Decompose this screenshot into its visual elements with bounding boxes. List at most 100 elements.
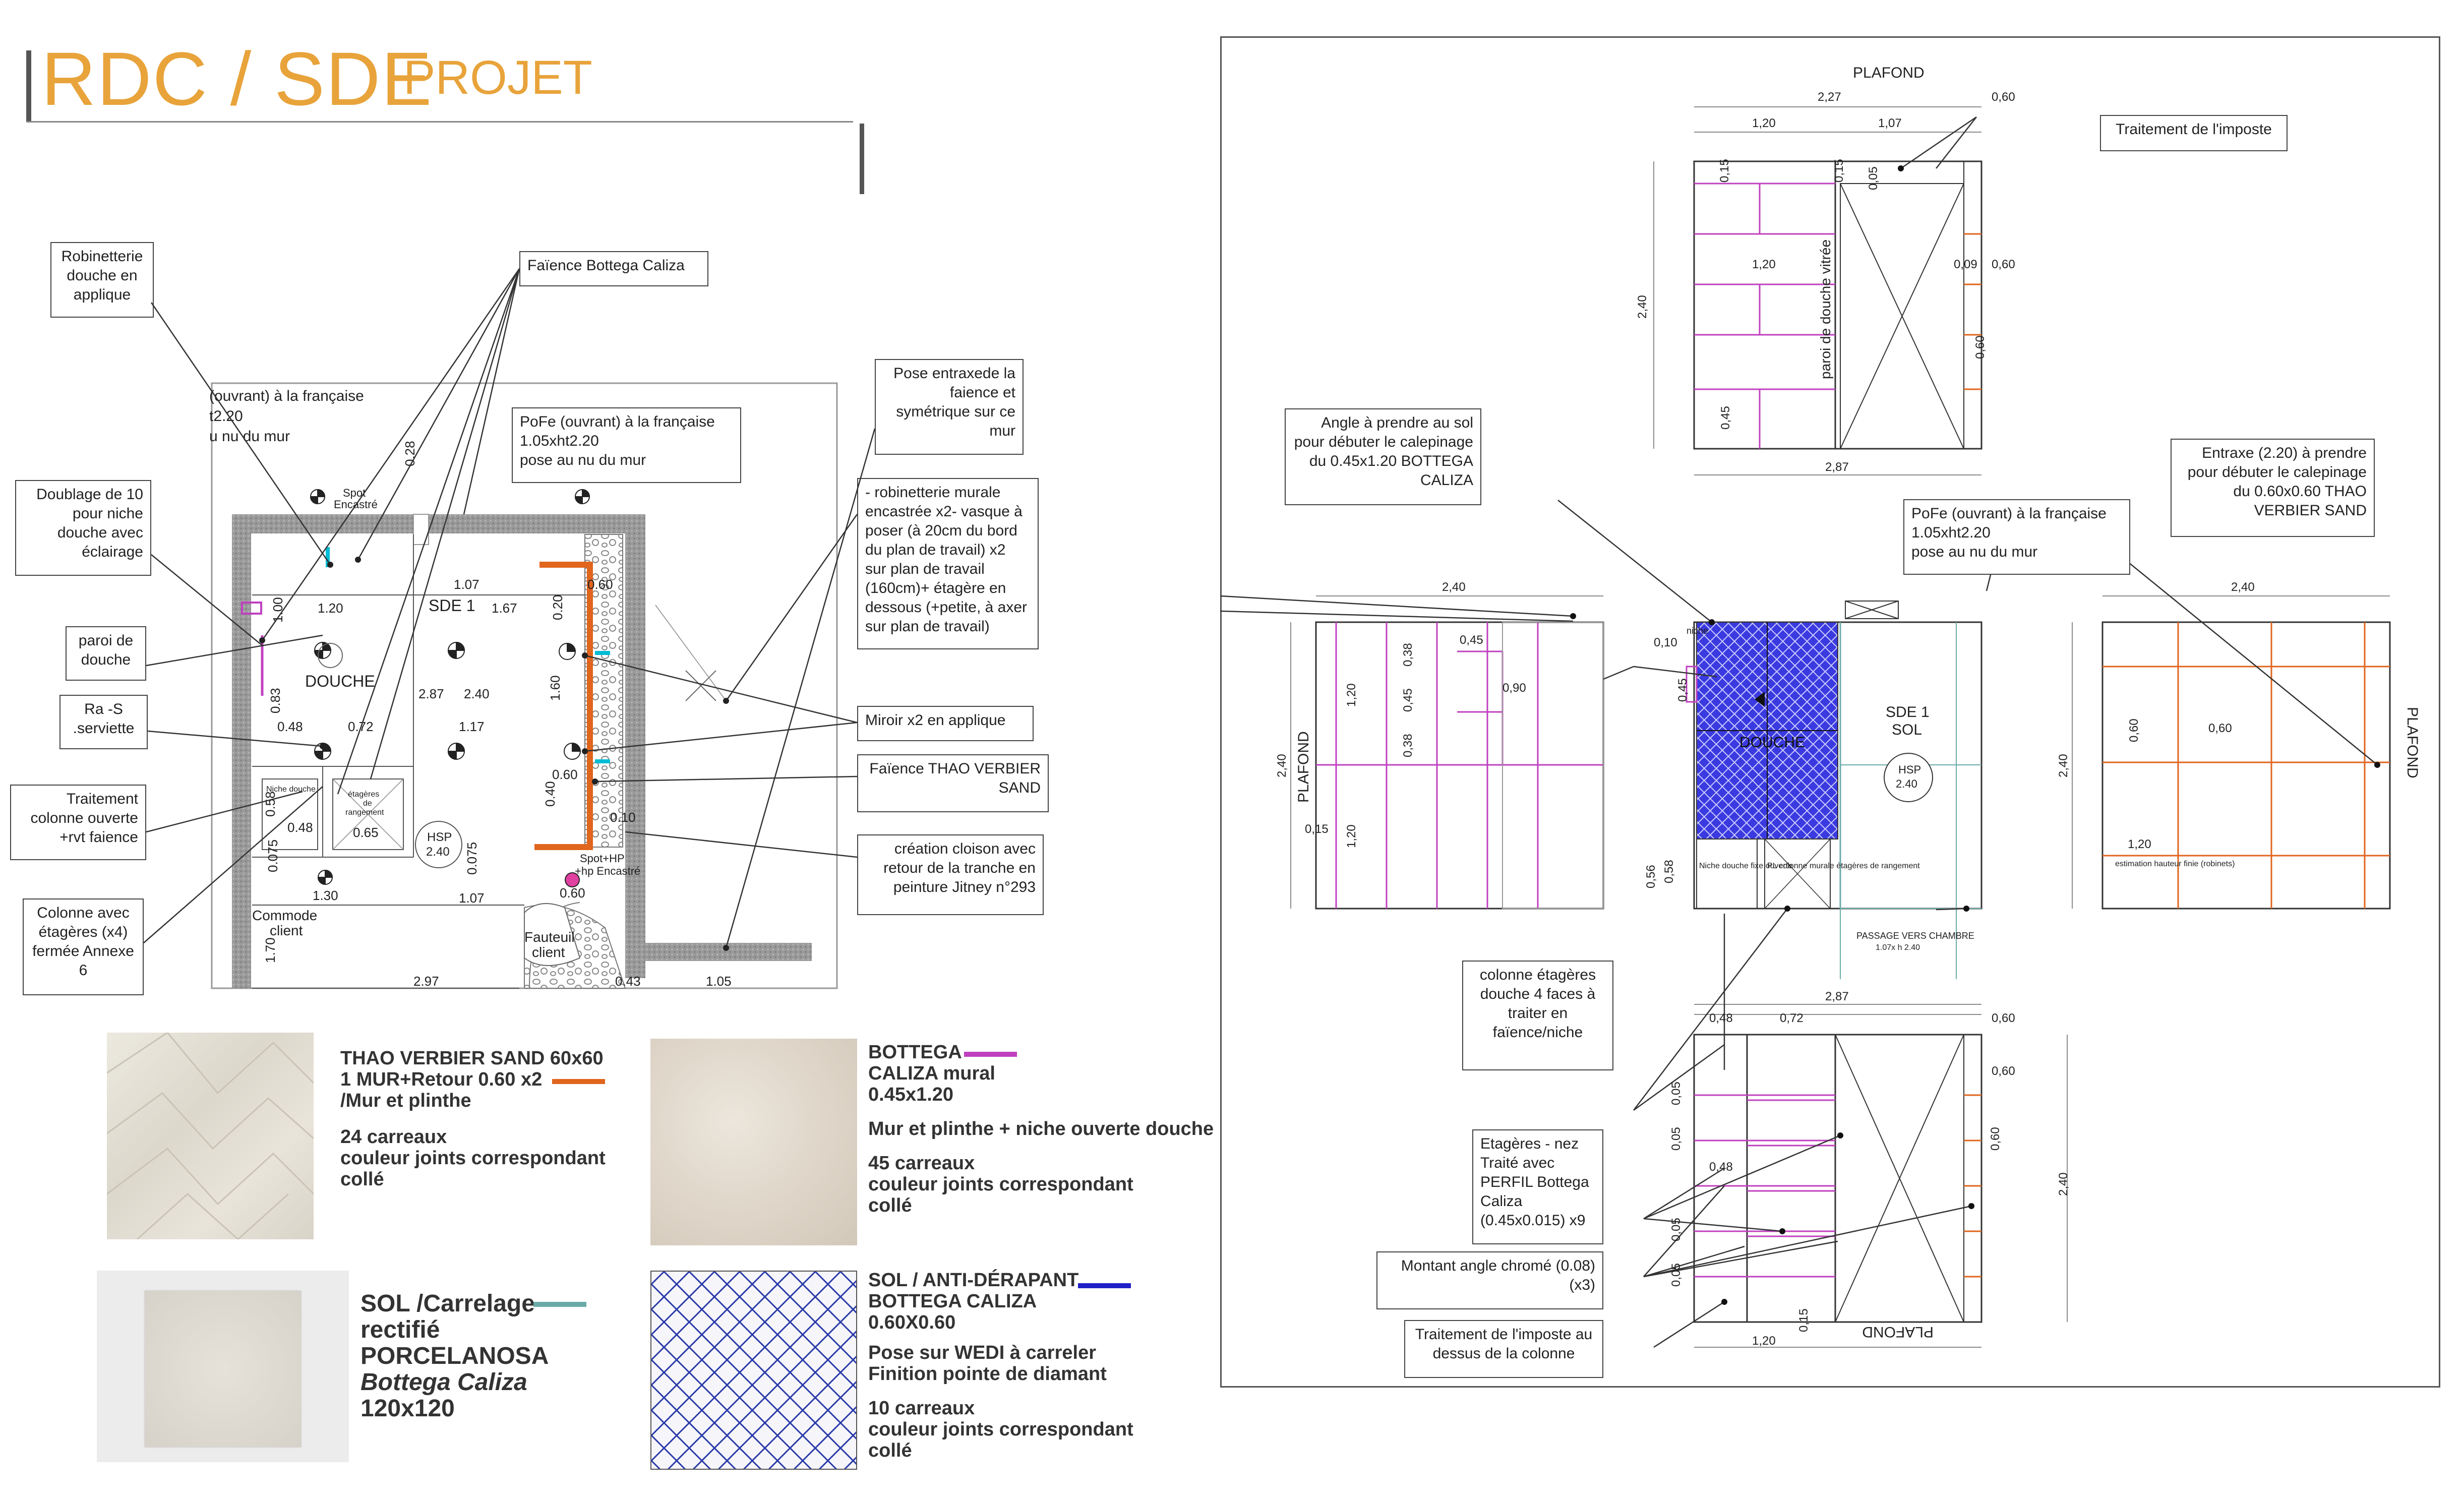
elevation-dimension: 0,10: [1654, 636, 1677, 649]
callout-doublage: Doublage de 10 pour niche douche avec éc…: [15, 480, 151, 576]
plan-partial-note-1: (ouvrant) à la française: [209, 388, 364, 404]
legend-sol-line3: PORCELANOSA: [360, 1343, 549, 1369]
legend-antiderapant-line6: 10 carreaux: [868, 1398, 975, 1419]
legend-thao-color: [552, 1079, 605, 1084]
swatch-sol: [145, 1291, 301, 1447]
elevation-dimension: 0,45: [1460, 633, 1483, 647]
plan-dimension: 0.48: [277, 719, 303, 734]
elevation-dimension: 0,05: [1669, 1127, 1683, 1151]
elevation-passage-dim: 1.07x h 2.40: [1876, 943, 1920, 952]
legend-thao-line1: THAO VERBIER SAND 60x60: [340, 1048, 604, 1069]
elevation-plafond-left: PLAFOND: [1295, 731, 1312, 803]
elevation-dimension: 1,20: [1752, 1334, 1776, 1348]
legend-thao-text: THAO VERBIER SAND 60x60 1 MUR+Retour 0.6…: [340, 1048, 606, 1190]
legend-bottega-line2: CALIZA mural: [868, 1063, 995, 1084]
elevation-plafond-rotated: PLAFOND: [1862, 1324, 1934, 1340]
legend-sol-line5: 120x120: [360, 1395, 455, 1422]
swatch-sol-frame: [97, 1271, 349, 1462]
callout-traitement-imposte-colonne: Traitement de l'imposte au dessus de la …: [1404, 1320, 1603, 1378]
plan-partial-note-3: u nu du mur: [209, 428, 290, 445]
plan-partial-note-2: t2.20: [209, 408, 243, 425]
callout-pofe: PoFe (ouvrant) à la française 1.05xht2.2…: [512, 407, 741, 483]
legend-sol-text: SOL /Carrelage rectifié PORCELANOSA Bott…: [360, 1291, 549, 1422]
elevation-dimension: 0,15: [1305, 822, 1329, 836]
elevation-niche: niche: [1687, 626, 1708, 636]
plan-dimension: 1.17: [459, 719, 485, 734]
plan-de-label: de: [363, 799, 372, 808]
elevation-dimension: 0,45: [1401, 688, 1415, 712]
title-underline: [26, 121, 853, 123]
elevation-paroi-vitree: paroi de douche vitrée: [1818, 239, 1833, 379]
title-accent-bar: [26, 50, 31, 121]
callout-ra-s: Ra -S .serviette: [59, 695, 148, 749]
callout-angle-calepinage: Angle à prendre au sol pour débuter le c…: [1285, 408, 1481, 505]
swatch-bottega: [650, 1039, 857, 1245]
elevation-dimension: 1,20: [2128, 837, 2151, 851]
elevation-left: [1315, 621, 1604, 910]
plan-hsp-label: HSP: [427, 830, 452, 844]
legend-antiderapant-line1: SOL / ANTI-DÉRAPANT: [868, 1270, 1079, 1291]
elevation-dimension: 2,87: [1825, 990, 1849, 1003]
plan-dimension: 0.28: [402, 441, 417, 466]
legend-bottega-line4: Mur et plinthe + niche ouverte douche: [868, 1118, 1214, 1139]
elevations-drawing: PLAFOND PLAFOND SDE 1 SOL HSP 2.40 DOUCH…: [1220, 65, 2421, 1348]
plan-hp-encastre-label: +hp Encastré: [575, 865, 640, 877]
plan-dimension: 2.40: [464, 686, 490, 701]
elevation-plafond-right: PLAFOND: [2404, 707, 2421, 778]
legend-bottega-line1: BOTTEGA: [868, 1042, 962, 1063]
elevation-dimension: 0,05: [1669, 1082, 1683, 1105]
plan-dimension: 0.40: [543, 781, 558, 807]
callout-montant-angle: Montant angle chromé (0.08) (x3): [1376, 1251, 1603, 1309]
elevation-dimension: 0,05: [1669, 1218, 1683, 1241]
callout-pose-entraxe: Pose entraxede la faience et symétrique …: [875, 359, 1024, 455]
elevation-dimension: 0,58: [1662, 860, 1676, 883]
elevation-dimension: 2,40: [2231, 580, 2255, 594]
elevation-dimension: 0,45: [1676, 678, 1690, 702]
callout-pofe-elevation: PoFe (ouvrant) à la française 1.05xht2.2…: [1903, 499, 2130, 575]
plan-dimension: 0.60: [560, 885, 585, 901]
legend-bottega-line3: 0.45x1.20: [868, 1084, 954, 1105]
elevation-dimension: 0,48: [1709, 1011, 1733, 1025]
legend-sol-line2: rectifié: [360, 1316, 440, 1343]
callout-colonne-etageres: Colonne avec étagères (x4) fermée Annexe…: [23, 898, 144, 995]
elevation-right: [2101, 621, 2391, 910]
callout-robinetterie-murale: - robinetterie murale encastrée x2- vasq…: [857, 478, 1039, 649]
legend-thao-line3: /Mur et plinthe: [340, 1090, 471, 1111]
callout-traitement-imposte: Traitement de l'imposte: [2100, 115, 2288, 151]
elevation-dimension: 2,40: [2057, 1172, 2070, 1196]
elevation-dimension-lines: [1290, 106, 2390, 1348]
plan-dimension: 2.97: [413, 974, 439, 989]
legend-sol-line1: SOL /Carrelage: [360, 1290, 535, 1317]
elevation-dimension: 0,60: [1973, 335, 1987, 359]
callout-pofe-elevation-line2: 1.05xht2.20: [1911, 524, 1991, 541]
elevation-bottom: [1693, 1034, 1982, 1323]
plan-dimension: 0.10: [610, 810, 636, 825]
plan-dimension: 1.67: [492, 601, 517, 616]
legend-sol-color: [533, 1302, 586, 1307]
callout-pofe-elevation-line1: PoFe (ouvrant) à la française: [1911, 505, 2107, 522]
elevation-dimension: 2,27: [1818, 90, 1841, 104]
elevation-niche-douche: Niche douche fixe ouverte: [1699, 862, 1792, 870]
plan-dimension: 0.075: [464, 842, 479, 875]
elevation-top: [1693, 160, 1982, 450]
legend-bottega-line5: 45 carreaux: [868, 1153, 975, 1174]
elevation-dimension: 2,87: [1825, 460, 1849, 474]
elevation-dimension: 2,40: [1636, 295, 1649, 319]
elevation-dimension: 2,40: [1275, 754, 1289, 777]
elevation-leaders: [1220, 116, 2378, 1348]
legend-antiderapant-line7: couleur joints correspondant: [868, 1419, 1133, 1440]
wall-top: [232, 514, 645, 533]
swatch-thao-texture: [106, 1032, 315, 1241]
callout-pofe-elevation-line3: pose au nu du mur: [1911, 544, 2038, 560]
plan-commode-label: Commode: [252, 908, 317, 923]
elevation-dimension: 0,60: [1992, 1064, 2015, 1078]
plan-rangement-label: rangement: [345, 808, 384, 817]
legend-thao-line5: couleur joints correspondant: [340, 1148, 606, 1169]
elevation-dimension: 0,60: [1989, 1127, 2002, 1151]
elevation-pl-colonne: PL colonne murale étagères de rangement: [1767, 862, 1920, 870]
elevation-dimension: 0,38: [1401, 734, 1415, 757]
plan-dimension: 1.20: [318, 601, 343, 616]
plan-dimension: 1.30: [313, 888, 338, 903]
callout-robinetterie: Robinetterie douche en applique: [50, 242, 154, 318]
